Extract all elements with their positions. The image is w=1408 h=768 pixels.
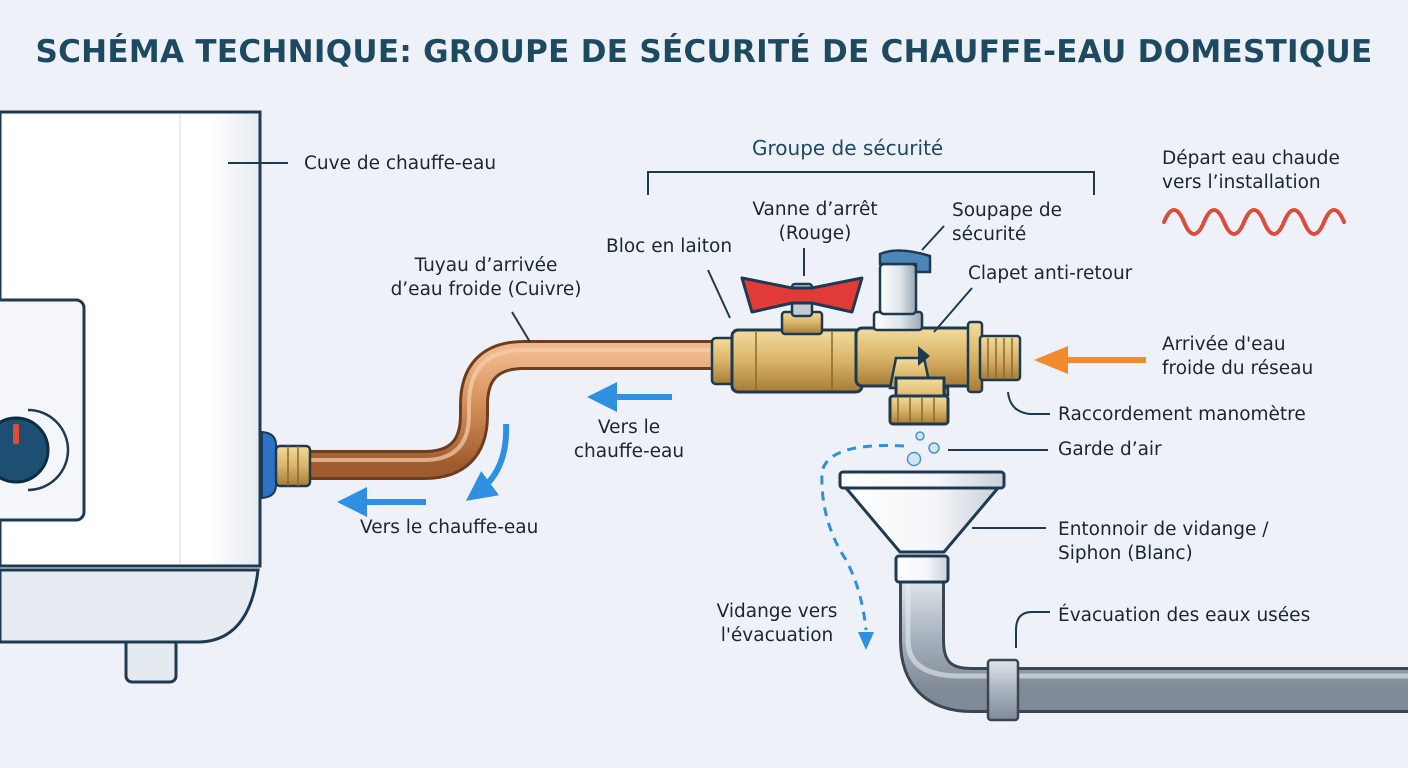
leader-evacuation — [1015, 611, 1050, 648]
leader-bloc — [707, 269, 731, 319]
relief-valve-body — [878, 262, 918, 316]
drain-funnel — [838, 470, 1046, 584]
label-vidange: Vidange vers l'évacuation — [716, 601, 838, 646]
copper-inlet-pipe — [261, 311, 730, 500]
hot-water-wave — [1162, 208, 1346, 236]
thermostat-indicator — [13, 424, 19, 444]
label-depart: Départ eau chaude vers l’installation — [1162, 148, 1340, 193]
inlet-brass-nut — [274, 444, 312, 488]
flow-arrow-curve — [465, 423, 510, 501]
cold-water-arrow — [1034, 346, 1146, 374]
label-raccordement: Raccordement manomètre — [1058, 404, 1306, 425]
label-entonnoir: Entonnoir de vidange / Siphon (Blanc) — [1058, 519, 1269, 564]
leader-tuyau — [511, 311, 531, 343]
label-vers-low: Vers le chauffe-eau — [360, 517, 539, 538]
check-valve-indicator — [918, 346, 930, 366]
label-garde: Garde d’air — [1058, 439, 1162, 460]
leader-soupape — [921, 225, 945, 251]
funnel-cone — [844, 486, 1000, 554]
safety-group — [647, 171, 1095, 426]
label-vanne: Vanne d’arrêt (Rouge) — [752, 199, 878, 244]
label-vers-mid: Vers le chauffe-eau — [573, 417, 685, 462]
flow-arrows — [337, 382, 672, 517]
red-valve-handle — [740, 276, 864, 314]
water-heater-tank — [0, 110, 288, 684]
drain-pipe-coupling — [986, 658, 1020, 722]
funnel-rim — [838, 470, 1006, 490]
tank-bottom-cap — [0, 568, 260, 644]
thermostat-knob — [0, 416, 50, 484]
label-arrivee: Arrivée d'eau froide du réseau — [1162, 334, 1314, 379]
threaded-outlet — [978, 334, 1022, 382]
leader-raccordement — [1007, 391, 1050, 415]
label-clapet: Clapet anti-retour — [968, 263, 1133, 284]
relief-valve-cap — [878, 249, 932, 274]
drain-pipe — [899, 580, 1408, 722]
page-title: SCHÉMA TECHNIQUE: GROUPE DE SÉCURITÉ DE … — [35, 34, 1373, 70]
thermostat-scale — [27, 408, 70, 492]
label-bloc: Bloc en laiton — [606, 236, 733, 257]
leader-clapet — [933, 287, 973, 333]
brass-block — [730, 328, 864, 394]
label-groupe-securite: Groupe de sécurité — [752, 136, 944, 160]
label-tuyau: Tuyau d’arrivée d’eau froide (Cuivre) — [390, 255, 582, 300]
label-soupape: Soupape de sécurité — [952, 200, 1062, 245]
drain-arrow-head — [858, 632, 874, 650]
funnel-collar — [894, 554, 950, 584]
tank-inlet-fitting — [261, 430, 277, 500]
group-bracket — [647, 171, 1095, 195]
label-evacuation: Évacuation des eaux usées — [1058, 605, 1311, 626]
label-cuve: Cuve de chauffe-eau — [304, 153, 497, 174]
drain-dashed-path — [820, 444, 905, 631]
air-gap-bubbles — [906, 431, 1048, 467]
